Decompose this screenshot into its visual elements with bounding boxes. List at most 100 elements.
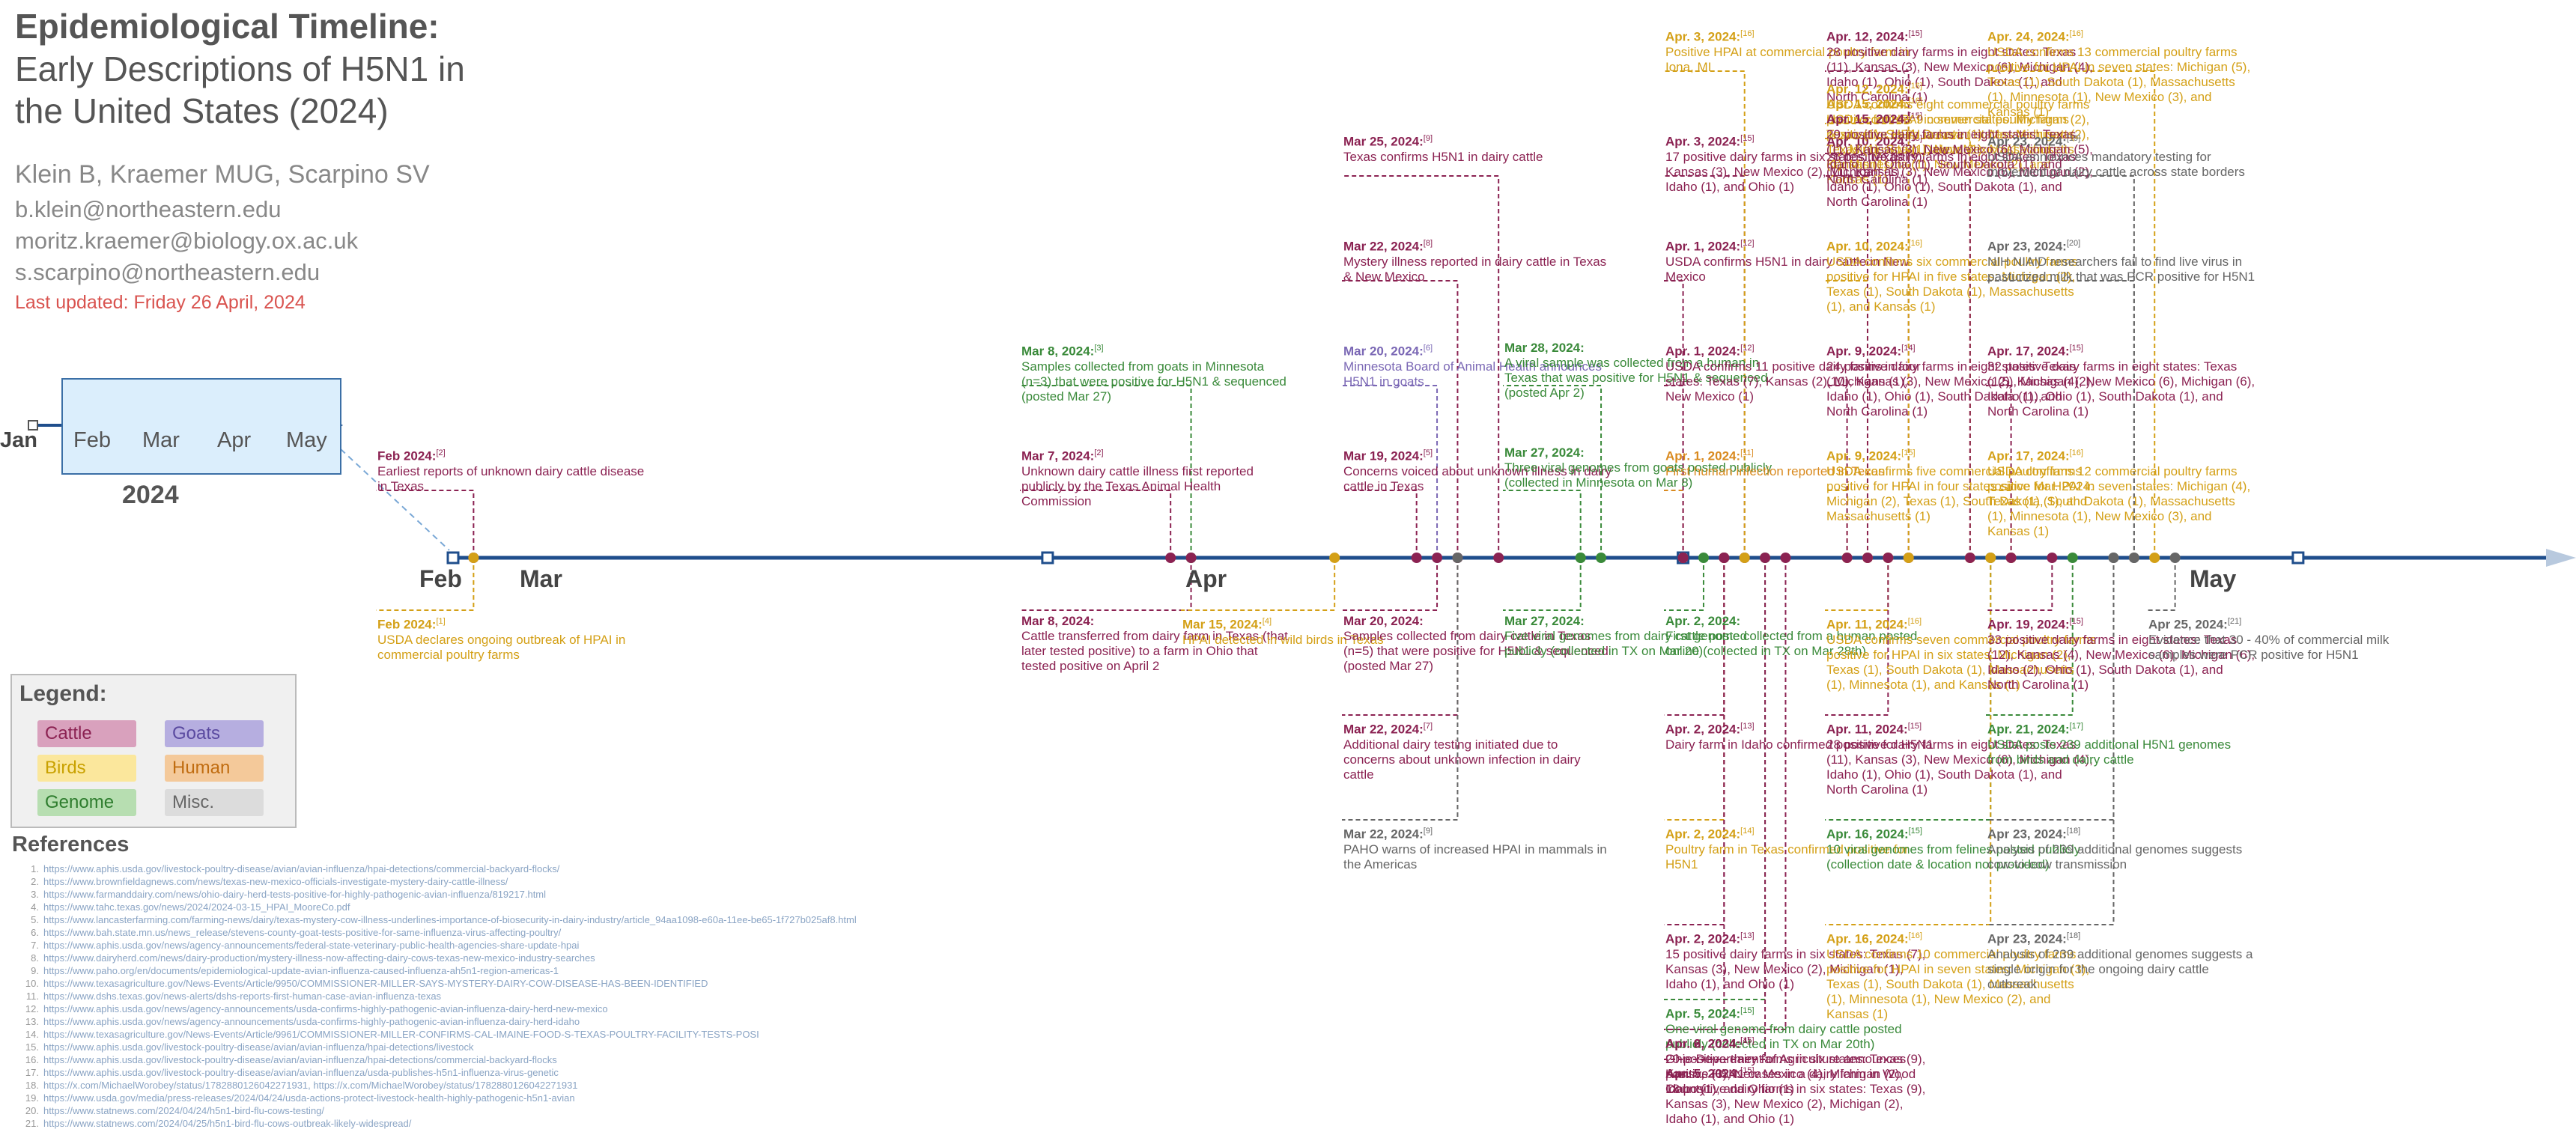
event-ref[interactable]: [5] (1423, 448, 1433, 457)
event-ref[interactable]: [13] (1740, 722, 1755, 731)
event-connector (1825, 123, 1910, 558)
event-ref[interactable]: [15] (1740, 1006, 1755, 1015)
event-text: USDA confirms 13 commercial poultry farm… (1987, 44, 2251, 119)
event-ref[interactable]: [6] (1423, 344, 1433, 353)
authors: Klein B, Kraemer MUG, Scarpino SV (15, 160, 430, 189)
event-ref[interactable]: [8] (1423, 239, 1433, 248)
month-apr: Apr (1185, 565, 1227, 592)
reference-item[interactable]: 18.https://x.com/MichaelWorobey/status/1… (25, 1080, 578, 1091)
event-label: Mar 20, 2024:[6]Minnesota Board of Anima… (1343, 341, 1613, 389)
event-ref[interactable]: [9] (1423, 827, 1433, 836)
reference-item[interactable]: 10.https://www.texasagriculture.gov/News… (25, 978, 708, 989)
event-ref[interactable]: [4] (1262, 617, 1272, 626)
reference-item[interactable]: 1.https://www.aphis.usda.gov/livestock-p… (31, 863, 560, 874)
event-text: Texas confirms H5N1 in dairy cattle (1343, 149, 1543, 164)
event-text: USDA confirms 9 commercial poultry farms… (1826, 112, 2090, 186)
reference-item[interactable]: 21.https://www.statnews.com/2024/04/25/h… (25, 1118, 412, 1129)
event-ref[interactable]: [15] (1908, 112, 1922, 121)
event-label: Apr. 24, 2024:[16] USDA confirms 13 comme… (1987, 26, 2257, 120)
event-ref[interactable]: [16] (1908, 82, 1922, 91)
event-text: 26 positive dairy farms in eight states:… (1826, 149, 2093, 209)
legend-item-birds: Birds (37, 755, 136, 782)
event-ref[interactable]: [21] (2227, 617, 2242, 626)
event-date: Mar 28, 2024: (1504, 341, 1585, 355)
event-ref[interactable]: [14] (1901, 344, 1916, 353)
event-date: Apr. 24, 2024: (1987, 29, 2070, 44)
event-ref[interactable]: [15] (1740, 134, 1755, 143)
event-ref[interactable]: [16] (1908, 239, 1922, 248)
event-date: Apr. 17, 2024: (1987, 344, 2070, 359)
reference-item[interactable]: 5.https://www.lancasterfarming.com/farmi… (31, 914, 857, 925)
event-ref[interactable]: [16] (1907, 617, 1922, 626)
event-date: Mar 20, 2024: (1343, 344, 1424, 359)
month-marker-mar (1041, 551, 1054, 565)
event-ref[interactable]: [15] (1901, 448, 1916, 457)
month-feb: Feb (419, 565, 462, 592)
last-updated: Last updated: Friday 26 April, 2024 (15, 292, 306, 313)
event-ref[interactable]: [12] (1740, 239, 1755, 248)
event-date: Apr. 2, 2024: (1665, 614, 1741, 628)
event-label: Feb 2024:[1]USDA declares ongoing outbre… (377, 614, 647, 663)
inset-feb-label: Feb (73, 428, 111, 452)
event-text: Analysis of 239 additional genomes sugge… (1987, 842, 2243, 871)
event-ref[interactable]: [13] (1740, 931, 1755, 940)
event-ref[interactable]: [15] (2069, 617, 2083, 626)
event-ref[interactable]: [18] (2066, 827, 2081, 836)
email-scarpino[interactable]: s.scarpino@northeastern.edu (15, 259, 321, 285)
event-ref[interactable]: [17] (2069, 722, 2083, 731)
event-connector (1986, 558, 2053, 611)
event-ref[interactable]: [14] (1740, 827, 1755, 836)
reference-item[interactable]: 7.https://www.aphis.usda.gov/news/agency… (31, 940, 580, 951)
event-date: Mar 22, 2024: (1343, 827, 1424, 842)
event-ref[interactable]: [19] (2066, 134, 2081, 143)
reference-item[interactable]: 15.https://www.aphis.usda.gov/livestock-… (25, 1041, 474, 1053)
event-ref[interactable]: [2] (1094, 448, 1104, 457)
reference-item[interactable]: 8.https://www.dairyherd.com/news/dairy-p… (31, 952, 595, 964)
event-label: Mar 20, 2024:Samples collected from dair… (1343, 614, 1613, 674)
reference-item[interactable]: 20.https://www.statnews.com/2024/04/24/h… (25, 1105, 325, 1116)
event-ref[interactable]: [18] (2066, 931, 2081, 940)
reference-item[interactable]: 9.https://www.paho.org/en/documents/epid… (31, 965, 559, 976)
event-ref[interactable]: [15] (1908, 134, 1922, 143)
event-ref[interactable]: [16] (1740, 29, 1755, 38)
reference-item[interactable]: 14.https://www.texasagriculture.gov/News… (25, 1029, 759, 1040)
reference-item[interactable]: 16.https://www.aphis.usda.gov/livestock-… (25, 1054, 557, 1065)
event-date: Mar 20, 2024: (1343, 614, 1424, 628)
event-ref[interactable]: [16] (1908, 931, 1922, 940)
event-text: Poultry farm in Texas confirmed positive… (1665, 842, 1909, 871)
reference-item[interactable]: 12.https://www.aphis.usda.gov/news/agenc… (25, 1003, 608, 1014)
event-ref[interactable]: [15] (1908, 29, 1922, 38)
reference-item[interactable]: 2.https://www.brownfieldagnews.com/news/… (31, 876, 508, 887)
event-ref[interactable]: [15] (1907, 722, 1922, 731)
event-ref[interactable]: [7] (1423, 722, 1433, 731)
event-ref[interactable]: [15] (1908, 827, 1922, 836)
event-ref[interactable]: [11] (1740, 448, 1754, 457)
event-connector (376, 490, 475, 558)
event-ref[interactable]: [16] (1908, 97, 1922, 106)
reference-item[interactable]: 4.https://www.tahc.texas.gov/news/2024/2… (31, 901, 350, 913)
reference-item[interactable]: 6.https://www.bah.state.mn.us/news_relea… (31, 927, 562, 938)
event-ref[interactable]: [3] (1094, 344, 1104, 353)
event-label: Apr. 17, 2024:[15] 32 positive dairy farm… (1987, 341, 2257, 419)
event-connector (1664, 558, 1767, 1060)
email-klein[interactable]: b.klein@northeastern.edu (15, 196, 282, 222)
event-ref[interactable]: [16] (2069, 29, 2083, 38)
event-ref[interactable]: [15] (1740, 1036, 1755, 1045)
reference-item[interactable]: 3.https://www.farmanddairy.com/news/ohio… (31, 889, 547, 900)
event-ref[interactable]: [15] (1740, 1066, 1755, 1075)
event-ref[interactable]: [16] (2069, 448, 2083, 457)
event-ref[interactable]: [2] (436, 448, 446, 457)
event-ref[interactable]: [4] (1740, 1036, 1750, 1045)
event-ref[interactable]: [12] (1740, 344, 1755, 353)
event-text: 32 positive dairy farms in eight states:… (1987, 359, 2255, 419)
reference-item[interactable]: 11.https://www.dshs.texas.gov/news-alert… (25, 991, 442, 1002)
reference-item[interactable]: 13.https://www.aphis.usda.gov/news/agenc… (25, 1016, 580, 1027)
email-kraemer[interactable]: moritz.kraemer@biology.ox.ac.uk (15, 228, 359, 254)
event-ref[interactable]: [9] (1423, 134, 1433, 143)
reference-item[interactable]: 19.https://www.usda.gov/media/press-rele… (25, 1092, 575, 1104)
event-ref[interactable]: [1] (436, 617, 446, 626)
event-ref[interactable]: [20] (2066, 239, 2081, 248)
event-ref[interactable]: [15] (2069, 344, 2083, 353)
reference-item[interactable]: 17.https://www.aphis.usda.gov/livestock-… (25, 1067, 559, 1078)
event-text: Analysis of 239 additional genomes sugge… (1987, 946, 2253, 991)
